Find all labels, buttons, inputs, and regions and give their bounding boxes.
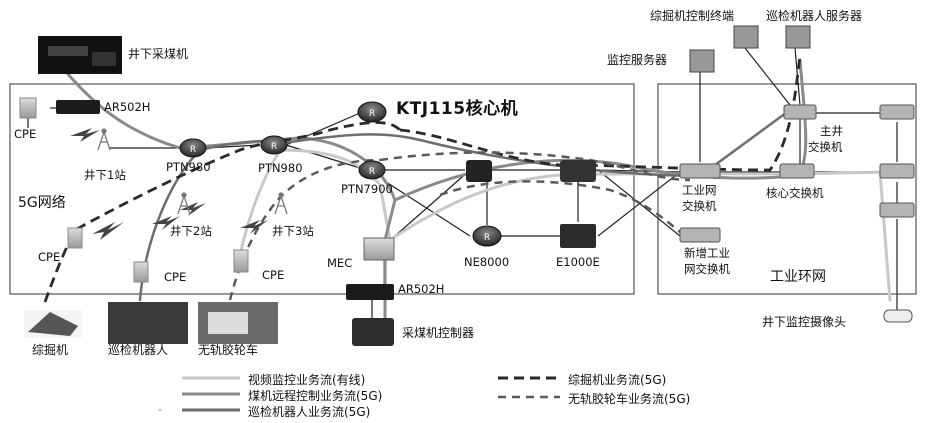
- svg-text:R: R: [271, 142, 277, 152]
- label-coal-controller: 采煤机控制器: [402, 326, 475, 340]
- label-ptn7900: PTN7900: [341, 182, 393, 196]
- label-cpe-mid2: CPE: [262, 268, 285, 282]
- svg-text:R: R: [369, 109, 375, 119]
- label-station1: 井下1站: [84, 168, 126, 182]
- ar502h-top-device: [56, 100, 100, 114]
- label-tunneling-machine: 综掘机: [32, 343, 69, 357]
- svg-text:R: R: [484, 233, 490, 243]
- tower-station2-icon: [177, 192, 191, 215]
- label-industrial-ring: 工业环网: [770, 269, 826, 285]
- label-new-industrial-switch-2: 网交换机: [684, 262, 730, 276]
- cpe-top-device: [19, 97, 37, 119]
- ar502h-bottom-device: [346, 284, 394, 300]
- label-ne8000: NE8000: [464, 255, 510, 269]
- switch-main-shaft-icon: [783, 104, 817, 120]
- label-station2: 井下2站: [170, 224, 212, 238]
- router-ptn980-a-icon: R: [179, 138, 207, 158]
- label-cpe-left: CPE: [38, 250, 61, 264]
- mining-machine-image: [38, 36, 122, 74]
- router-ptn7900-icon: R: [358, 160, 386, 180]
- label-ptn980-a: PTN980: [166, 160, 211, 174]
- label-new-industrial-switch-1: 新增工业: [684, 246, 730, 260]
- mec-device: [363, 237, 395, 261]
- switch-ring-tr-icon: [879, 104, 915, 120]
- switch-ring-br-icon: [879, 202, 915, 218]
- label-robot-server: 巡检机器人服务器: [766, 9, 863, 23]
- label-ar502h-bottom: AR502H: [398, 282, 445, 296]
- wireless-bolts: [70, 128, 268, 240]
- label-underground-camera: 井下监控摄像头: [762, 315, 847, 329]
- tower-station3-icon: [274, 192, 288, 215]
- label-industrial-switch-2: 交换机: [682, 199, 717, 213]
- legend-lines: [182, 376, 560, 412]
- inspection-robot-image: [108, 302, 188, 344]
- switch-ring-mr-icon: [879, 163, 915, 179]
- tunneling-machine-image: [24, 310, 82, 338]
- label-cpe-mid1: CPE: [164, 270, 187, 284]
- switch-core-ring-icon: [779, 163, 815, 179]
- robot-server-icon: [785, 25, 811, 49]
- switch-core-b-icon: [560, 160, 596, 182]
- label-ar502h-top: AR502H: [104, 100, 151, 114]
- label-tunneling-terminal: 综掘机控制终端: [650, 9, 735, 23]
- switch-core-a-icon: [466, 160, 492, 182]
- zone-5g-network: [9, 83, 635, 295]
- flow-vehicle: [228, 151, 691, 301]
- topology-links: [27, 47, 898, 318]
- label-industrial-switch-1: 工业网: [682, 183, 717, 197]
- cpe-mid2-device: [233, 249, 249, 273]
- svg-text:R: R: [190, 145, 196, 155]
- legend-video-wired: 视频监控业务流(有线): [248, 373, 366, 387]
- tower-station1-icon: [97, 128, 111, 151]
- switch-new-industrial-icon: [679, 227, 721, 243]
- legend-tunneling-flow: 综掘机业务流(5G): [568, 373, 667, 387]
- firewall-e1000e-icon: [560, 224, 596, 248]
- legend-coal-remote: 煤机远程控制业务流(5G): [248, 389, 383, 403]
- legend-robot-flow: 巡检机器人业务流(5G): [248, 405, 371, 419]
- router-ne8000-icon: R: [472, 225, 502, 247]
- label-e1000e: E1000E: [556, 255, 600, 269]
- label-station3: 井下3站: [272, 224, 314, 238]
- monitor-server-icon: [689, 49, 715, 73]
- label-cpe-top: CPE: [14, 127, 37, 141]
- cpe-mid1-device: [133, 261, 149, 283]
- label-main-shaft-1: 主井: [820, 124, 843, 138]
- label-trackless-vehicle: 无轨胶轮车: [198, 343, 259, 357]
- svg-text:R: R: [369, 167, 375, 177]
- label-5g-network: 5G网络: [18, 195, 66, 211]
- label-ptn980-b: PTN980: [258, 161, 303, 175]
- label-main-shaft-2: 交换机: [808, 140, 843, 154]
- label-ktj115: KTJ115核心机: [396, 99, 519, 119]
- industrial-switches: [679, 104, 915, 243]
- switch-industrial-icon: [679, 163, 721, 179]
- router-ktj115-icon: R: [357, 101, 387, 123]
- label-inspection-robot: 巡检机器人: [108, 343, 169, 357]
- router-ptn980-b-icon: R: [260, 135, 288, 155]
- legend-vehicle-flow: 无轨胶轮车业务流(5G): [568, 392, 691, 406]
- trackless-vehicle-image: [198, 302, 278, 344]
- tunneling-terminal-icon: [733, 25, 759, 49]
- cpe-left-device: [67, 227, 83, 249]
- label-mec: MEC: [327, 256, 353, 270]
- label-mining-machine: 井下采煤机: [128, 47, 189, 61]
- label-core-switch: 核心交换机: [766, 186, 824, 200]
- camera-icon: [883, 309, 913, 323]
- label-monitor-server: 监控服务器: [607, 53, 668, 67]
- coal-controller-device: [352, 318, 394, 346]
